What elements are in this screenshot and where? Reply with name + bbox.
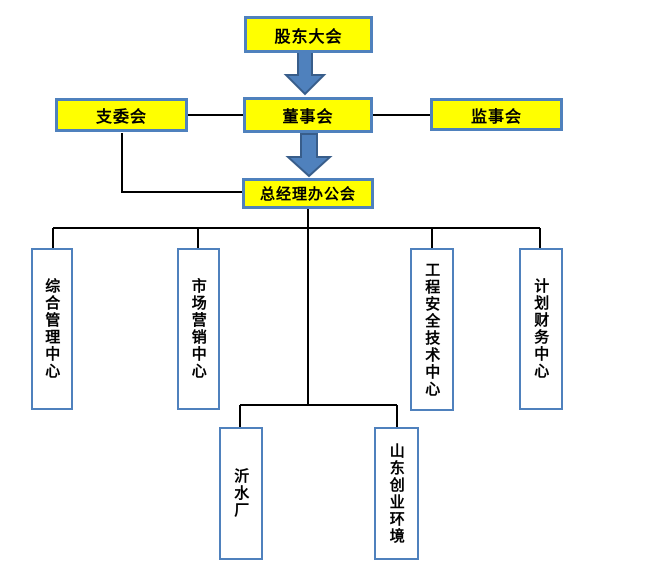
node-label: 支委会 [95, 107, 147, 126]
node-marketing-center: 市场营销中心 [177, 248, 220, 410]
arrow-board-to-gm-office-icon [285, 133, 333, 178]
node-label: 董事会 [282, 107, 334, 126]
node-yishui-plant: 沂水厂 [219, 427, 263, 560]
node-shandong-chuangye-environment: 山东创业环境 [374, 427, 419, 560]
node-label: 市场营销中心 [189, 278, 208, 380]
node-label: 工程安全技术中心 [423, 261, 442, 398]
node-shareholders-meeting: 股东大会 [244, 16, 373, 53]
edge-branch-gm-office [121, 133, 242, 193]
node-label: 监事会 [470, 106, 522, 126]
node-label: 总经理办公会 [259, 185, 356, 203]
node-general-management-center: 综合管理中心 [31, 248, 73, 410]
node-label: 计划财务中心 [532, 278, 551, 380]
node-planning-finance-center: 计划财务中心 [519, 248, 563, 410]
node-board-of-directors: 董事会 [243, 97, 373, 133]
node-label: 综合管理中心 [43, 278, 62, 380]
node-label: 沂水厂 [232, 468, 251, 519]
node-label: 股东大会 [274, 26, 343, 46]
node-branch-committee: 支委会 [55, 98, 188, 132]
arrow-shareholders-to-board-icon [283, 51, 327, 96]
node-engineering-safety-tech-center: 工程安全技术中心 [410, 248, 454, 411]
node-gm-office-meeting: 总经理办公会 [242, 178, 374, 209]
node-supervisory-board: 监事会 [430, 98, 563, 131]
node-label: 山东创业环境 [387, 442, 406, 545]
